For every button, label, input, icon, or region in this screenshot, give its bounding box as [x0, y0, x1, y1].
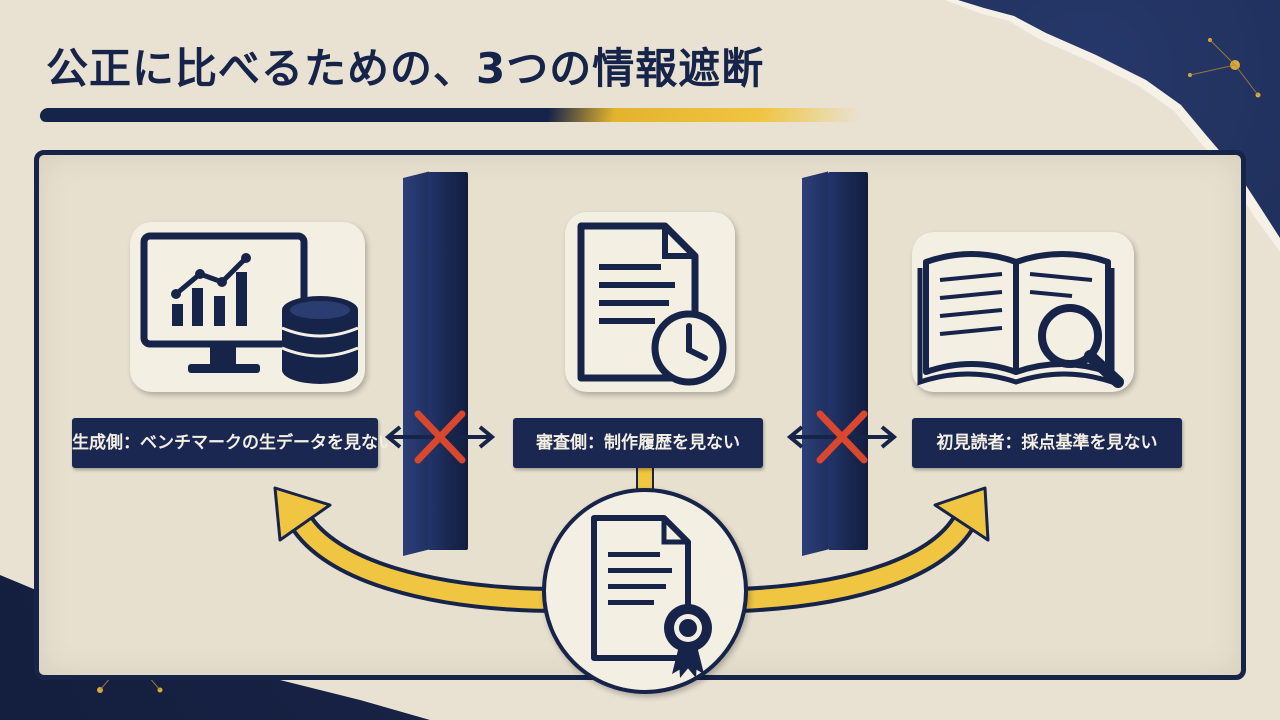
certificate-document-icon	[591, 515, 712, 678]
reviewer-icon-sticker	[565, 212, 735, 392]
left-blocked-cross-icon	[384, 410, 496, 464]
document-clock-icon	[577, 222, 727, 386]
right-barrier-wall	[828, 172, 868, 550]
left-barrier-wall	[428, 172, 468, 550]
monitor-chart-database-icon	[140, 232, 359, 384]
right-arrowhead	[933, 486, 990, 542]
certificate-sticker	[542, 488, 748, 694]
open-book-magnifier-icon	[917, 251, 1124, 388]
left-arrowhead	[273, 486, 332, 542]
reviewer-label: 審査側：制作履歴を見ない	[513, 418, 763, 468]
generator-label: 生成側：ベンチマークの生データを見ない	[72, 418, 395, 468]
right-blocked-cross-icon	[786, 410, 898, 464]
reader-icon-sticker	[912, 232, 1134, 392]
reader-label: 初見読者：採点基準を見ない	[912, 418, 1182, 468]
page-title: 公正に比べるための、3つの情報遮断	[46, 44, 765, 93]
generator-icon-sticker	[130, 222, 365, 392]
